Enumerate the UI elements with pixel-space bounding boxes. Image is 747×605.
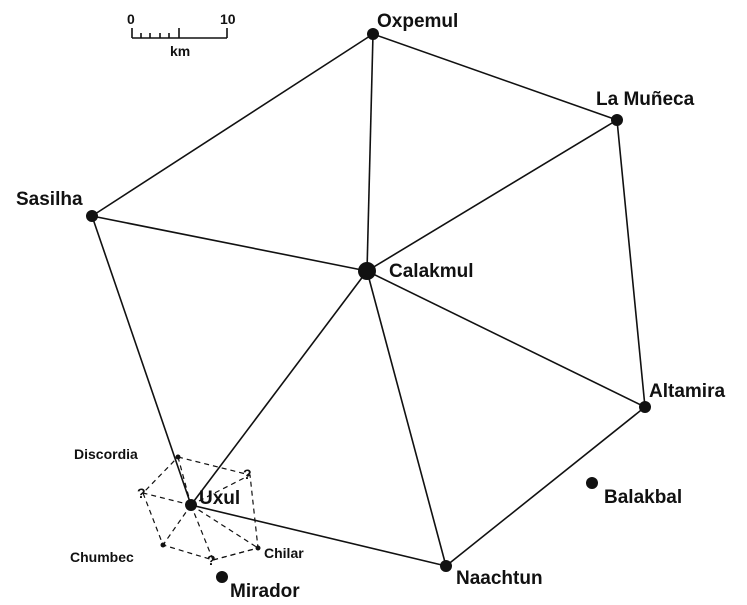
site-marker-uxul <box>185 499 197 511</box>
local-link <box>190 474 251 506</box>
site-marker-mirador <box>216 571 228 583</box>
connection-la-muneca-altamira <box>616 119 646 408</box>
site-label-sasilha: Sasilha <box>16 189 83 210</box>
uxul-local-network <box>142 456 259 561</box>
site-label-altamira: Altamira <box>649 381 725 402</box>
site-label-chilar: Chilar <box>264 545 304 561</box>
scale-start-label: 0 <box>127 11 135 27</box>
connection-oxpemul-sasilha <box>91 33 374 217</box>
scale-end-label: 10 <box>220 11 236 27</box>
unknown-site-markers: ? ? ? <box>137 466 252 568</box>
site-connections <box>91 33 646 567</box>
local-link <box>142 492 192 506</box>
connection-la-muneca-calakmul <box>366 119 618 272</box>
connection-oxpemul-la-muneca <box>372 33 618 121</box>
site-marker-altamira <box>639 401 651 413</box>
site-marker-chilar <box>255 545 261 551</box>
unknown-site-marker: ? <box>243 466 252 482</box>
site-markers <box>86 28 651 583</box>
site-marker-calakmul <box>358 262 376 280</box>
site-label-oxpemul: Oxpemul <box>377 11 458 32</box>
site-label-discordia: Discordia <box>74 446 138 462</box>
site-label-uxul: Uxul <box>199 488 240 509</box>
site-marker-naachtun <box>440 560 452 572</box>
local-link <box>162 504 192 546</box>
connection-oxpemul-calakmul <box>366 33 374 272</box>
scale-unit-label: km <box>170 43 190 59</box>
site-label-calakmul: Calakmul <box>389 261 473 282</box>
connection-uxul-naachtun <box>190 504 447 567</box>
unknown-site-marker: ? <box>137 485 146 501</box>
site-label-naachtun: Naachtun <box>456 568 543 589</box>
unknown-site-marker: ? <box>207 552 216 568</box>
local-link <box>190 504 214 561</box>
site-label-mirador: Mirador <box>230 581 300 602</box>
site-marker-sasilha <box>86 210 98 222</box>
local-link <box>190 504 259 549</box>
site-marker-chumbec <box>160 542 166 548</box>
site-marker-la-muneca <box>611 114 623 126</box>
connection-altamira-naachtun <box>445 406 646 567</box>
connection-calakmul-naachtun <box>366 270 447 567</box>
connection-calakmul-altamira <box>366 270 646 408</box>
site-label-balakbal: Balakbal <box>604 487 682 508</box>
site-marker-balakbal <box>586 477 598 489</box>
local-link <box>212 547 259 561</box>
site-label-la-muneca: La Muñeca <box>596 89 695 110</box>
site-label-chumbec: Chumbec <box>70 549 134 565</box>
scale-bar: 0 10 km <box>127 11 236 59</box>
site-marker-discordia <box>175 454 181 460</box>
site-marker-oxpemul <box>367 28 379 40</box>
connection-calakmul-uxul <box>190 270 368 506</box>
connection-sasilha-calakmul <box>91 215 368 272</box>
connection-sasilha-uxul <box>91 215 192 506</box>
site-labels: Oxpemul La Muñeca Sasilha Calakmul Altam… <box>16 11 725 602</box>
